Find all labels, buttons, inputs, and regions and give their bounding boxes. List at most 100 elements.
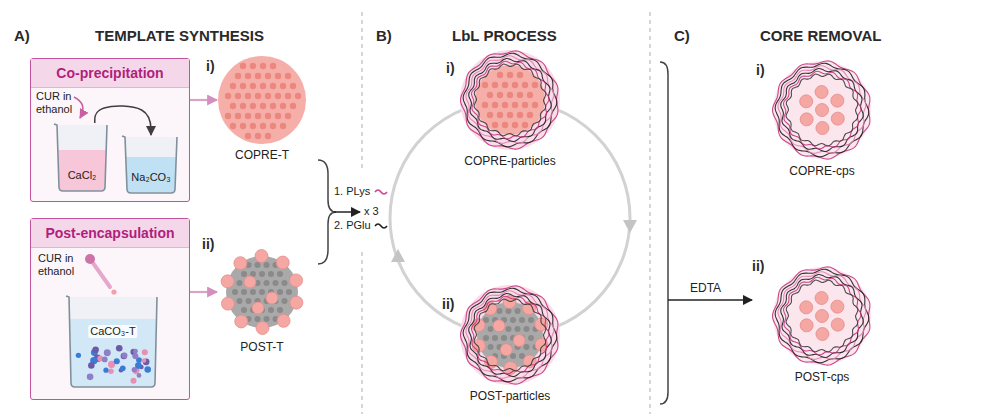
texture-dot [275,113,281,119]
texture-dot [277,271,283,277]
texture-dot [264,262,270,268]
texture-dot [270,63,276,69]
reagent-label: CUR in ethanol [36,90,84,115]
texture-dot [528,335,534,341]
texture-dot [230,83,236,89]
coated-particle: POST-particles [460,285,560,385]
suspended-particle [133,349,138,354]
texture-dot [482,102,488,108]
sample-label: COPRE-T [233,149,291,163]
polymer-layer [463,53,557,147]
polymer-squiggle [375,190,387,194]
polymer-label: 1. PLys [334,185,370,198]
drug-bump [255,250,268,263]
polymer-layer [778,66,866,154]
texture-dot [487,112,493,118]
texture-dot [270,103,276,109]
texture-dot [512,82,518,88]
shape-outline [218,56,306,144]
polymer-layer [471,61,549,139]
texture-dot [285,73,291,79]
texture-dot [268,307,274,313]
texture-dot [487,92,493,98]
texture-dot [260,63,266,69]
texture-dot [290,103,296,109]
texture-dot [275,73,281,79]
texture-dot [245,113,251,119]
beaker-glass [125,137,177,193]
shape-outline [65,295,161,389]
shape-outline [460,285,560,385]
core-sphere [218,56,306,144]
drug-bump [235,315,248,328]
suspended-particle [76,353,81,358]
polymer-layer [469,58,552,141]
polymer-layer [469,293,552,376]
suspended-particle [143,358,150,365]
texture-dot [250,63,256,69]
separator-line [649,12,650,414]
texture-dot [255,93,261,99]
suspended-particle [104,349,111,356]
polymer-layer [775,269,869,363]
process-arrow [668,299,752,301]
item-number: i) [206,58,215,74]
texture-dot [522,122,528,128]
texture-dot [488,344,494,350]
texture-dot [265,73,271,79]
drug-domain [815,86,828,99]
suspended-particle [103,368,108,373]
drug-domain [831,112,844,125]
capsule-interior [773,267,871,365]
texture-dot [241,307,247,313]
beaker-liquid [70,319,156,387]
shape-group [773,267,872,365]
drug-bump [234,257,247,270]
texture-dot [232,289,238,295]
drug-bump [290,296,303,309]
texture-dot [240,103,246,109]
beaker: CaCO₃-T [65,295,161,389]
sample-label: POST-particles [468,390,553,404]
panel-heading: Co-precipitation [56,65,163,81]
texture-dot [532,82,538,88]
texture-dot [502,102,508,108]
suspended-particle [108,369,114,375]
texture-dot [522,102,528,108]
texture-dot [275,93,281,99]
texture-dot [230,103,236,109]
polymer-layer [463,288,557,382]
beaker-glass [69,297,157,387]
drug-bump [266,292,278,304]
texture-dot [250,123,256,129]
polymer-layer [786,280,858,352]
texture-dot [240,123,246,129]
texture-dot [515,326,521,332]
capsule: POST-cps [772,266,872,366]
panel-header: Post-encapsulation [31,219,189,248]
reagent-label: CUR in ethanol [38,252,86,277]
shape-group [460,50,560,150]
texture-dot [264,316,270,322]
polymer-layer [471,296,549,374]
suspended-particle [116,345,123,352]
beaker-label: Na₂CO₃ [129,171,172,184]
item-number: ii) [202,236,214,252]
texture-dot [255,133,261,139]
capsule-interior [773,61,871,159]
texture-dot [497,72,503,78]
beaker-liquid [58,150,105,191]
texture-dot [502,82,508,88]
texture-dot [245,133,251,139]
texture-dot [268,271,274,277]
texture-dot [527,92,533,98]
polymer-layer [466,56,554,144]
drug-bump [221,297,234,310]
item-number: ii) [442,296,454,312]
suspended-particle [144,366,151,373]
polymer-squiggle [375,224,387,228]
section-title: CORE REMOVAL [760,27,881,44]
texture-dot [512,102,518,108]
panel-heading: Post-encapsulation [45,225,174,241]
